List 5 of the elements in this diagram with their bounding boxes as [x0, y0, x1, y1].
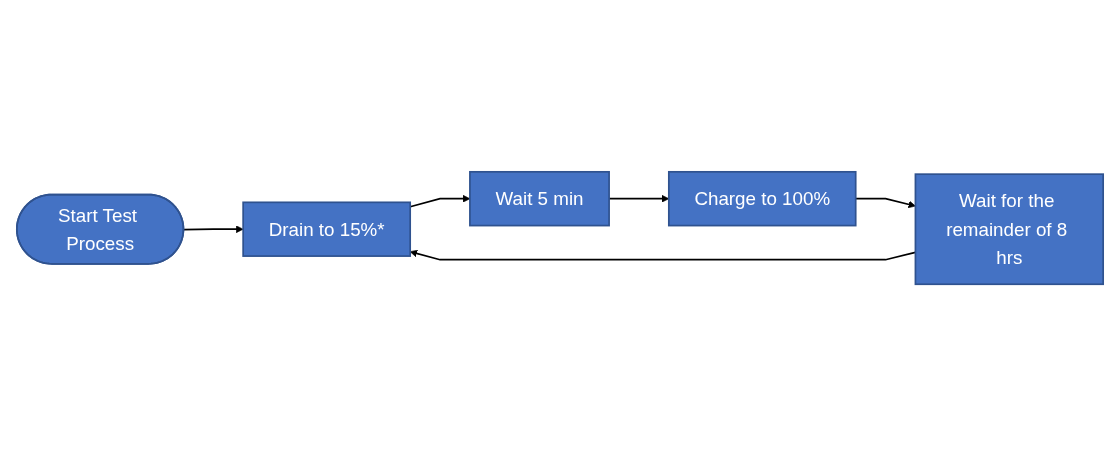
node-box: Drain to 15%* — [242, 201, 412, 257]
node-box: Wait 5 min — [469, 170, 610, 227]
node-box: Wait for the remainder of 8 hrs — [914, 173, 1104, 286]
node-box: Charge to 100% — [667, 170, 857, 227]
arrow — [183, 225, 244, 233]
